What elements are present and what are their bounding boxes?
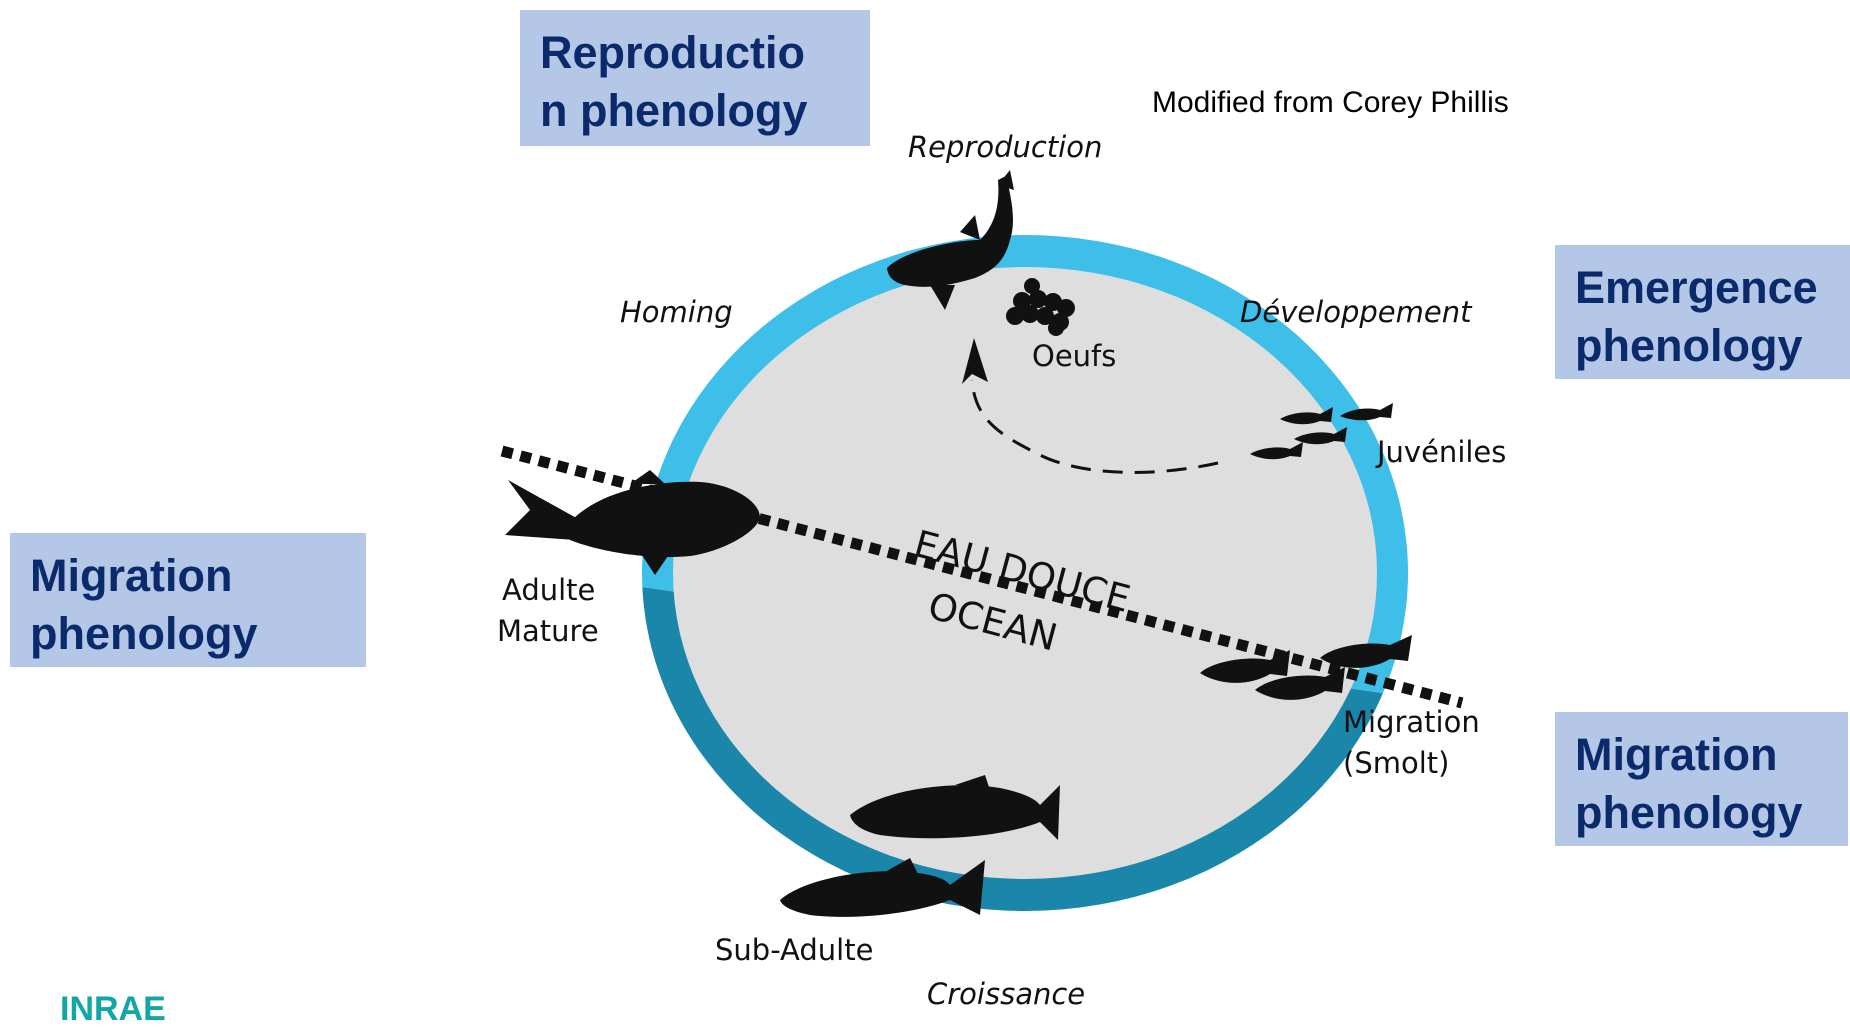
credit-text: Modified from Corey Phillis — [1152, 86, 1509, 120]
label-sub-adulte: Sub-Adulte — [715, 936, 873, 965]
reproduction-phenology-box: Reproductio n phenology — [520, 10, 870, 146]
label-adulte: Adulte — [502, 576, 595, 605]
migration-phenology-box-left: Migration phenology — [10, 533, 366, 667]
label-juveniles: Juvéniles — [1377, 438, 1506, 467]
label-oeufs: Oeufs — [1032, 342, 1116, 371]
inrae-logo: INRAE — [60, 990, 166, 1029]
migration-phenology-box-right: Migration phenology — [1555, 712, 1848, 846]
label-migration: Migration — [1343, 708, 1480, 737]
emergence-phenology-box: Emergence phenology — [1555, 245, 1850, 379]
label-developpement: Développement — [1240, 298, 1471, 327]
label-smolt: (Smolt) — [1343, 749, 1449, 778]
label-homing: Homing — [620, 298, 733, 327]
label-reproduction: Reproduction — [908, 133, 1102, 162]
label-croissance: Croissance — [927, 980, 1085, 1009]
label-mature: Mature — [497, 617, 599, 646]
